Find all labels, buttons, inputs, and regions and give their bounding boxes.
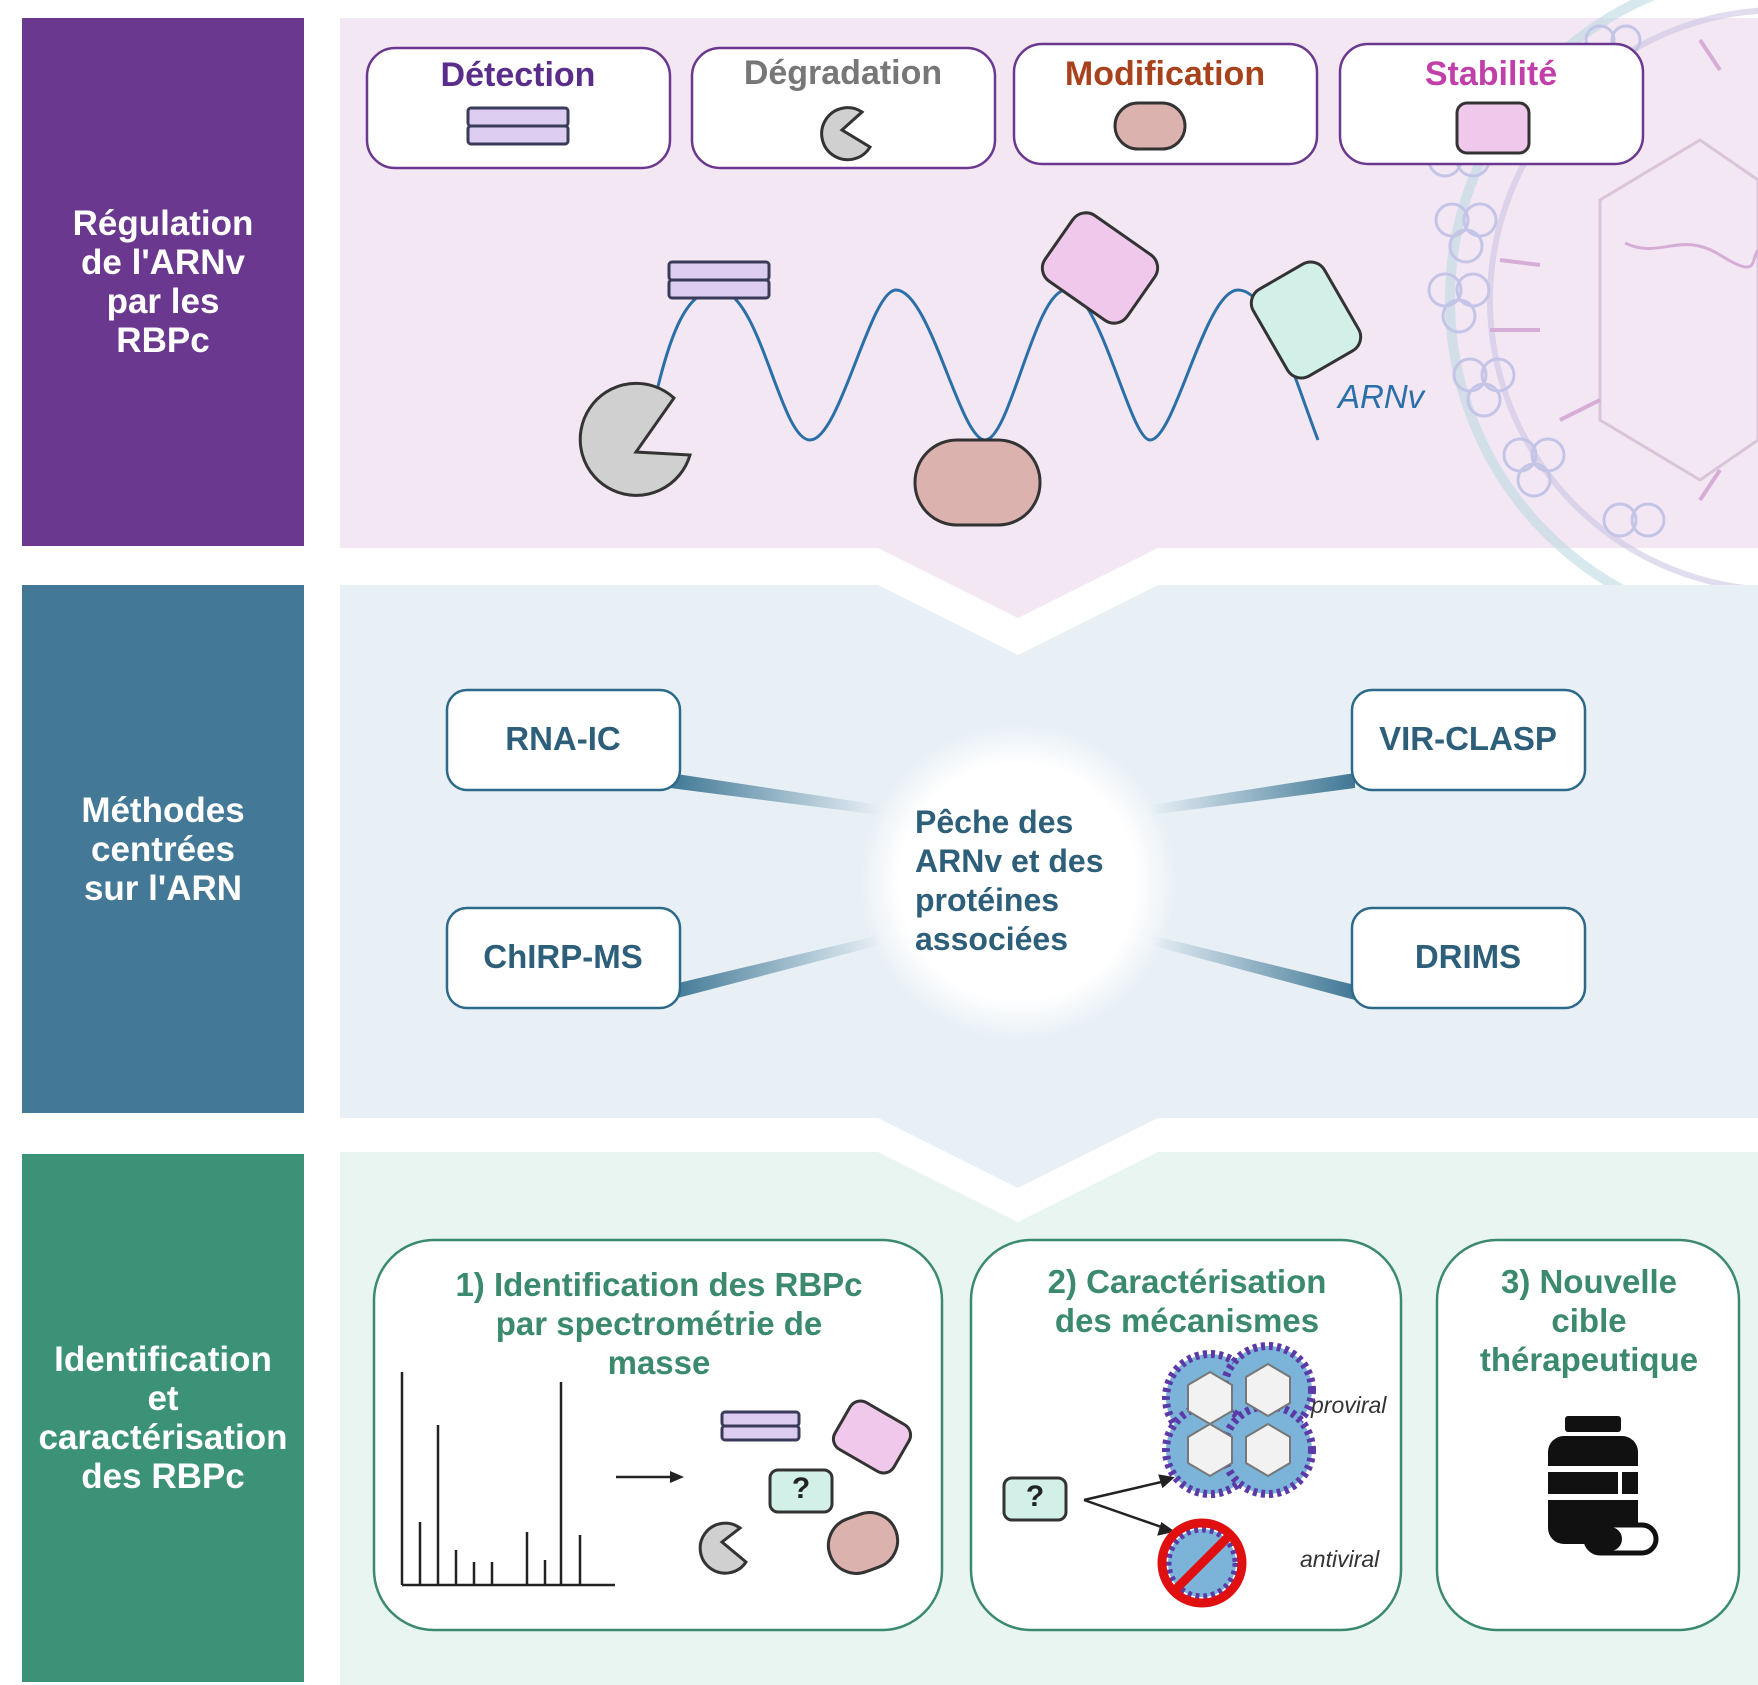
box-modification	[1012, 42, 1319, 166]
box-degradation	[690, 46, 997, 170]
step-2-line-1: 2) Caractérisation	[1047, 1263, 1327, 1300]
panel-regulation	[340, 18, 1758, 618]
antiviral-label: antiviral	[1300, 1546, 1380, 1572]
section-3-line-1: Identification	[54, 1340, 272, 1379]
step-1-title: 1) Identification des RBPc par spectromé…	[375, 1265, 943, 1382]
question-mark-1: ?	[791, 1472, 811, 1505]
step-1-line-2: par spectrométrie de	[495, 1305, 823, 1342]
method-connectors	[670, 773, 1355, 1000]
step-2-line-2: des mécanismes	[1054, 1302, 1320, 1339]
mechanism-title-stabilite: Stabilité	[1424, 55, 1558, 93]
box-detection	[365, 46, 672, 170]
unknown-protein	[1002, 1476, 1068, 1522]
method-rna-ic: RNA-IC	[505, 720, 621, 757]
hub-line-2: ARNv et des	[915, 843, 1104, 879]
antiviral-virus-blocked	[1157, 1518, 1247, 1608]
section-label-identification: Identification et caractérisation des RB…	[22, 1154, 304, 1682]
method-boxes	[445, 688, 1587, 1010]
hub-line-4: associées	[915, 921, 1069, 957]
section-3-line-4: des RBPc	[81, 1457, 245, 1496]
method-vir-clasp: VIR-CLASP	[1379, 720, 1557, 757]
modification-protein	[913, 438, 1042, 527]
rna-label: ARNv	[1338, 378, 1425, 415]
hub-text: Pêche des ARNv et des protéines associée…	[915, 803, 1205, 959]
section-2-line-3: sur l'ARN	[83, 868, 243, 908]
section-2-line-1: Méthodes	[81, 790, 245, 830]
step-1-line-3: masse	[607, 1344, 711, 1381]
hub-line-3: protéines	[915, 882, 1060, 918]
hub-line-1: Pêche des	[915, 804, 1074, 840]
proviral-label: proviral	[1311, 1392, 1387, 1418]
section-1-line-2: de l'ARNv	[81, 243, 245, 282]
method-chirp-ms: ChIRP-MS	[483, 938, 643, 975]
medicine-bottle-icon	[1548, 1416, 1659, 1556]
mechanism-title-detection: Détection	[440, 56, 596, 94]
mechanism-title-degradation: Dégradation	[743, 54, 943, 92]
step-3-line-3: thérapeutique	[1479, 1341, 1699, 1378]
section-3-line-3: caractérisation	[38, 1418, 288, 1457]
virus-decoration	[1427, 0, 1758, 635]
teal-protein	[1249, 260, 1363, 380]
stability-protein	[1040, 211, 1160, 325]
proviral-virus-cluster	[1162, 1342, 1316, 1498]
section-1-line-4: RBPc	[116, 321, 210, 360]
detection-protein	[667, 260, 771, 300]
box-stabilite	[1338, 42, 1645, 166]
arrow-right-icon	[616, 1471, 684, 1483]
section-2-line-2: centrées	[91, 829, 235, 869]
section-1-line-3: par les	[106, 282, 220, 321]
step-3-line-2: cible	[1551, 1302, 1627, 1339]
hub-circle	[860, 724, 1176, 1040]
question-mark-2: ?	[1025, 1480, 1045, 1513]
step-3-line-1: 3) Nouvelle	[1500, 1263, 1678, 1300]
step-3-title: 3) Nouvelle cible thérapeutique	[1438, 1262, 1740, 1379]
identified-proteins	[698, 1399, 913, 1575]
section-label-regulation: Régulation de l'ARNv par les RBPc	[22, 18, 304, 546]
section-label-methods: Méthodes centrées sur l'ARN	[22, 585, 304, 1113]
section-3-line-2: et	[147, 1379, 179, 1418]
method-drims: DRIMS	[1414, 938, 1522, 975]
step-2-title: 2) Caractérisation des mécanismes	[972, 1262, 1402, 1340]
step-1-line-1: 1) Identification des RBPc	[455, 1266, 863, 1303]
degradation-protein	[578, 381, 692, 497]
mass-spectrum	[400, 1372, 615, 1587]
branch-arrows	[1083, 1474, 1176, 1536]
section-1-line-1: Régulation	[72, 204, 254, 243]
mechanism-title-modification: Modification	[1064, 55, 1266, 93]
